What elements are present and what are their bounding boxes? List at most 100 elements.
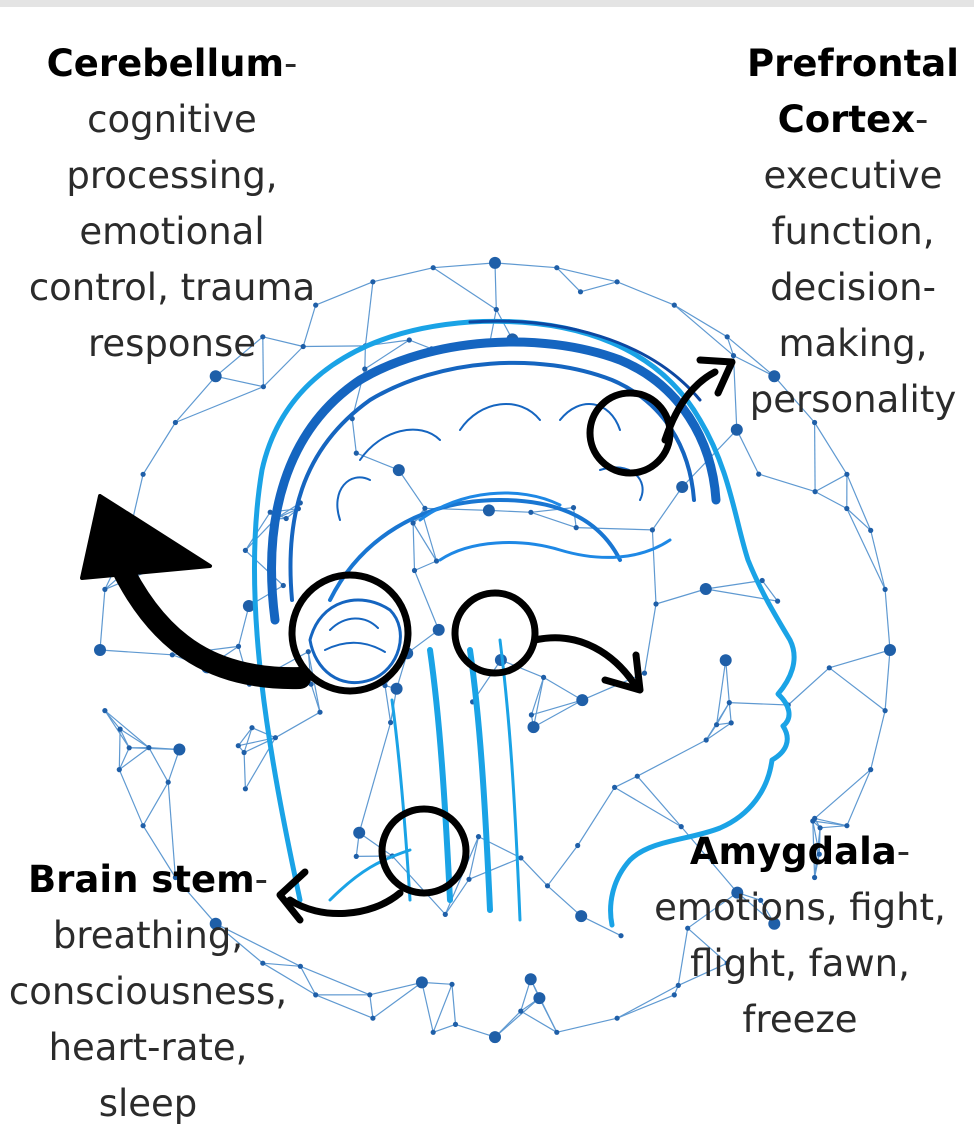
cerebellum-title: Cerebellum [47,42,284,85]
network-node [578,289,583,294]
network-node [883,708,888,713]
network-link [726,660,730,702]
network-node [529,712,534,717]
network-link [829,650,890,668]
network-node [370,279,375,284]
network-link [433,268,496,310]
prefrontal-title-line2: Cortex [778,98,915,141]
prefrontal-desc-line: decision- [735,260,971,316]
network-link [815,770,871,819]
network-node [412,568,417,573]
network-link [373,268,433,282]
network-link [489,510,531,512]
amygdala-label: Amygdala- emotions, fight, flight, fawn,… [640,824,960,1048]
network-node [518,855,523,860]
network-node [434,558,439,563]
amygdala-desc-line: freeze [640,992,960,1048]
network-link [637,776,681,826]
brainstem-title-line: Brain stem- [0,852,296,908]
network-node [844,472,849,477]
network-node [388,720,393,725]
network-link [788,668,829,705]
network-node [494,307,499,312]
network-link [759,474,815,492]
network-link [652,530,656,604]
network-node [362,366,367,371]
network-node [533,992,545,1004]
network-node [574,525,579,530]
network-link [557,268,581,292]
network-link [815,423,847,475]
network-link [521,858,548,886]
brainstem-marker-circle [382,809,466,893]
network-node [575,910,587,922]
brain-stem-label: Brain stem- breathing, consciousness, he… [0,852,296,1132]
network-node [725,334,730,339]
network-node [775,599,780,604]
amygdala-title: Amygdala [690,830,897,873]
network-node [94,644,106,656]
network-node [576,694,588,706]
network-node [422,506,427,511]
network-link [413,523,436,561]
prefrontal-desc-line: executive [735,148,971,204]
brainstem-desc-line: sleep [0,1076,296,1132]
network-node [727,700,732,705]
network-link [557,1018,617,1032]
network-node [476,834,481,839]
network-node [354,451,359,456]
network-link [119,729,120,770]
network-link [885,589,890,650]
prefrontal-title-line2-wrap: Cortex- [735,92,971,148]
network-link [581,282,618,292]
network-node [284,516,289,521]
network-link [490,310,496,343]
network-node [146,745,151,750]
cerebellum-desc-line: cognitive [22,92,322,148]
network-link [652,487,682,530]
network-node [714,722,719,727]
network-link [557,268,617,282]
cerebellum-label: Cerebellum- cognitive processing, emotio… [22,36,322,372]
brainstem-arrow-shaft [290,893,400,914]
network-link [617,282,674,305]
network-node [141,823,146,828]
network-node [642,671,647,676]
network-link [469,858,521,879]
network-link [422,982,433,1032]
cerebellum-desc-line: emotional [22,204,322,260]
network-link [815,492,847,509]
network-link [548,886,582,916]
network-link [885,650,890,711]
network-node [489,1031,501,1043]
network-node [554,265,559,270]
network-link [847,770,871,826]
network-node [102,587,107,592]
network-node [354,854,359,859]
network-link [534,700,583,727]
network-link [413,523,414,571]
network-link [175,387,263,423]
network-node [243,548,248,553]
cerebellum-desc-line: processing, [22,148,322,204]
network-link [143,423,175,475]
cerebellum-arrowhead [82,496,210,578]
network-link [433,263,495,268]
network-node [676,481,688,493]
network-node [827,665,832,670]
cerebellum-desc-line: control, trauma [22,260,322,316]
network-node [261,384,266,389]
network-link [729,703,731,723]
network-node [449,982,454,987]
network-node [518,1009,523,1014]
network-node [466,877,471,882]
network-node [118,727,123,732]
network-node [812,816,817,821]
cerebellum-dash: - [284,42,297,85]
prefrontal-dash: - [915,98,928,141]
network-node [545,883,550,888]
network-node [483,504,495,516]
network-node [313,992,318,997]
amygdala-desc-line: flight, fawn, [640,936,960,992]
network-node [528,721,540,733]
